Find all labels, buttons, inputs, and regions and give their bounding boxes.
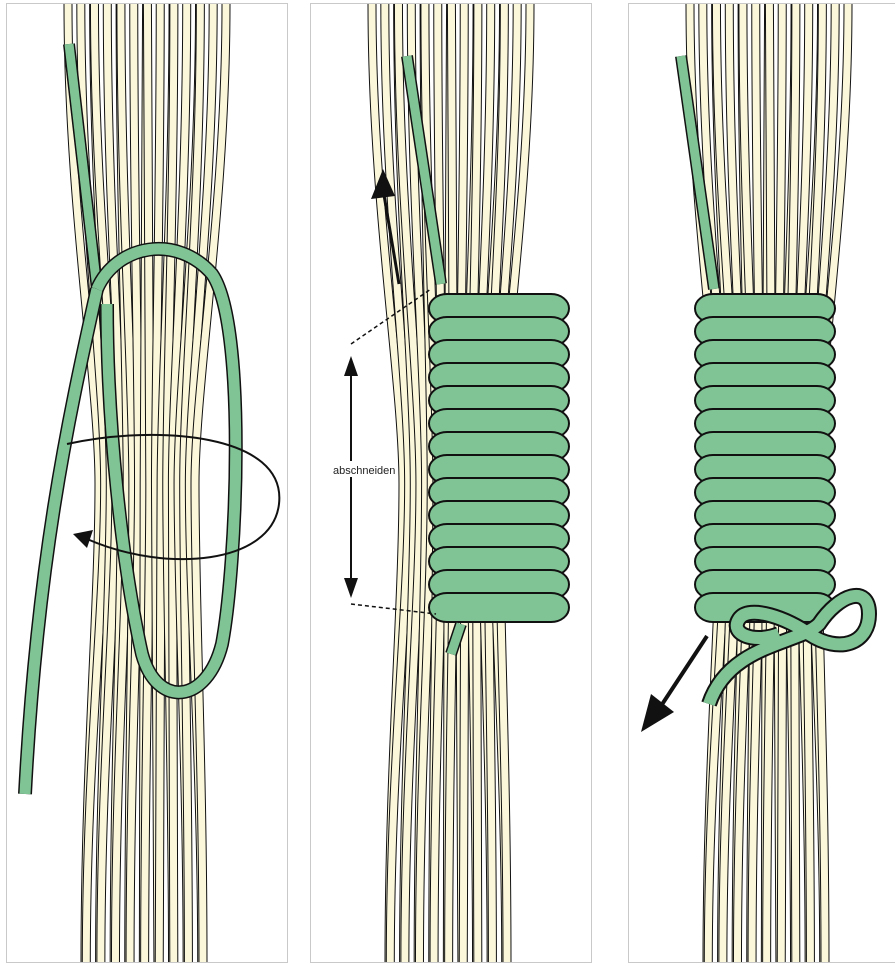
- panel-step-3: [628, 3, 895, 963]
- panel-1-illustration: [7, 4, 288, 963]
- whipping-coils: [695, 294, 835, 622]
- panel-3-illustration: [629, 4, 895, 963]
- pull-down-arrow: [641, 636, 707, 732]
- panel-step-1: [6, 3, 288, 963]
- fiber-bundle: [68, 4, 226, 963]
- coil-turn: [429, 593, 569, 622]
- panel-2-illustration: abschneiden: [311, 4, 592, 963]
- whipping-coils: [429, 294, 569, 622]
- panel-step-2: abschneiden: [310, 3, 592, 963]
- cut-label: abschneiden: [333, 465, 395, 477]
